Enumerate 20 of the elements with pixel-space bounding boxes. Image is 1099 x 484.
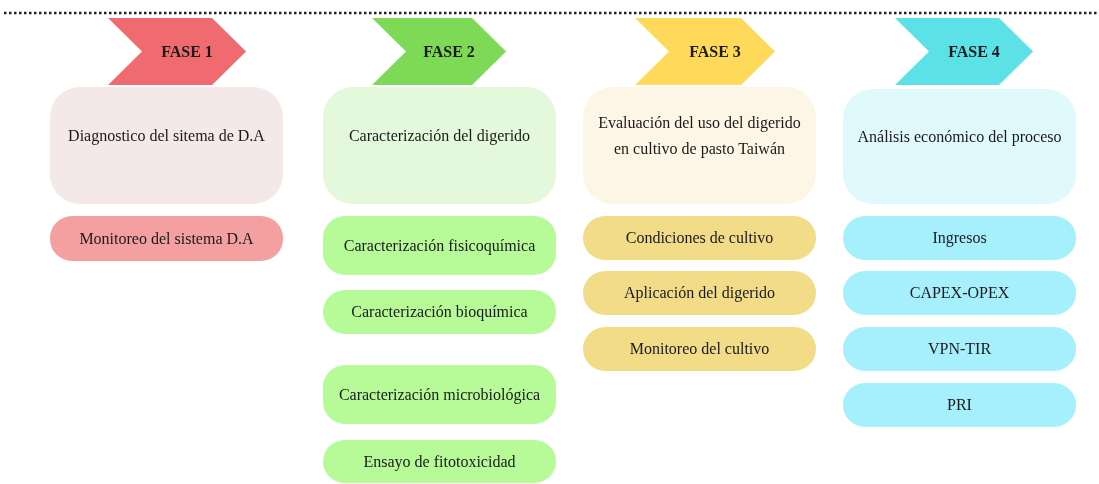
task-pill: Aplicación del digerido — [583, 271, 816, 315]
phase-label: FASE 2 — [422, 41, 475, 62]
phase-card: Análisis económico del proceso — [843, 89, 1076, 204]
task-pill: Caracterización fisicoquímica — [323, 216, 556, 275]
task-pill: Caracterización bioquímica — [323, 290, 556, 334]
phase-label: FASE 4 — [947, 41, 1000, 62]
task-pill: Monitoreo del sistema D.A — [50, 216, 283, 261]
task-pill: Caracterización microbiológica — [323, 365, 556, 424]
phase-card: Diagnostico del sitema de D.A — [50, 87, 283, 204]
phase-label: FASE 3 — [688, 41, 741, 62]
task-pill: Condiciones de cultivo — [583, 216, 816, 260]
task-pill: Monitoreo del cultivo — [583, 327, 816, 371]
task-pill: Ingresos — [843, 216, 1076, 260]
phase-card: Evaluación del uso del digerido en cultivo de pasto Taiwán — [583, 87, 816, 204]
task-pill: Ensayo de fitotoxicidad — [323, 440, 556, 483]
task-pill: VPN-TIR — [843, 327, 1076, 371]
phase-label: FASE 1 — [160, 41, 213, 62]
task-pill: PRI — [843, 383, 1076, 427]
phase-card: Caracterización del digerido — [323, 87, 556, 204]
task-pill: CAPEX-OPEX — [843, 271, 1076, 315]
